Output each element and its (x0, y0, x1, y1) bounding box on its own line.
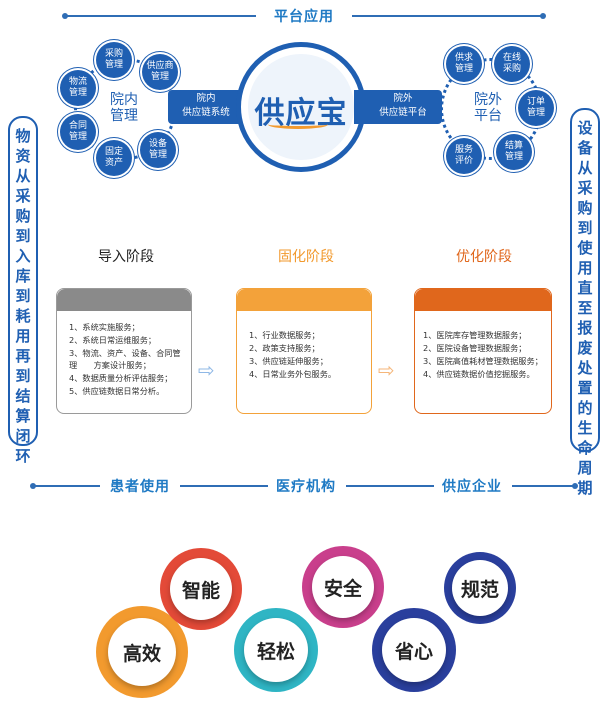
header-dot-left (62, 13, 68, 19)
users-line-3 (346, 485, 434, 487)
right-node-service-rating: 服务 评价 (446, 138, 482, 174)
right-node-order: 订单 管理 (518, 90, 554, 126)
users-label-patient: 患者使用 (110, 479, 170, 495)
stage-item: 1、行业数据服务； (249, 330, 320, 340)
stage-item: 4、供应链数据价值挖掘服务。 (423, 369, 535, 379)
stage-item: 4、日常业务外包服务。 (249, 369, 337, 379)
header-dot-right (540, 13, 546, 19)
value-smart: 智能 (170, 558, 232, 620)
users-label-hospital: 医疗机构 (276, 479, 336, 495)
users-line-4 (512, 485, 574, 487)
stage-title-optimize: 优化阶段 (456, 249, 512, 265)
left-node-asset: 固定 资产 (96, 140, 132, 176)
page-title: 平台应用 (274, 9, 334, 25)
stage-item: 5、供应链数据日常分析。 (69, 386, 165, 396)
value-standard: 规范 (452, 560, 508, 616)
stage-item: 3、供应链延伸服务； (249, 356, 328, 366)
logo-swoosh (268, 120, 328, 129)
left-link-label: 院内 供应链系统 (182, 93, 230, 118)
right-node-supply-demand: 供求 管理 (446, 46, 482, 82)
stage-item: 1、系统实施服务； (69, 322, 140, 332)
stage-title-import: 导入阶段 (98, 249, 154, 265)
stage-item: 2、医院设备管理数据服务； (423, 343, 527, 353)
stage-item: 4、数据质量分析评估服务； (69, 373, 173, 383)
stage-head-optimize (415, 289, 551, 311)
users-line-1 (34, 485, 100, 487)
stage-box-solidify: 1、行业数据服务； 2、政策支持服务； 3、供应链延伸服务； 4、日常业务外包服… (236, 288, 372, 414)
value-safe: 安全 (312, 556, 374, 618)
left-cluster-center-label: 院内 管理 (110, 92, 138, 124)
value-efficient: 高效 (108, 618, 176, 686)
stage-item: 3、医院高值耗材管理数据服务； (423, 356, 543, 366)
stage-items-optimize: 1、医院库存管理数据服务； 2、医院设备管理数据服务； 3、医院高值耗材管理数据… (415, 311, 551, 380)
left-node-equipment: 设备 管理 (140, 132, 176, 168)
stage-box-import: 1、系统实施服务； 2、系统日常运维服务； 3、物流、资产、设备、合同管理 方案… (56, 288, 192, 414)
stage-item: 3、物流、资产、设备、合同管理 方案设计服务； (69, 348, 181, 370)
left-banner: 物资从采购到入库到耗用再到结算闭环 (8, 116, 38, 465)
left-node-logistics: 物流 管理 (60, 70, 96, 106)
stage-title-solidify: 固化阶段 (278, 249, 334, 265)
stage-items-solidify: 1、行业数据服务； 2、政策支持服务； 3、供应链延伸服务； 4、日常业务外包服… (237, 311, 371, 380)
stage-item: 2、系统日常运维服务； (69, 335, 157, 345)
stage-box-optimize: 1、医院库存管理数据服务； 2、医院设备管理数据服务； 3、医院高值耗材管理数据… (414, 288, 552, 414)
stage-head-solidify (237, 289, 371, 311)
left-node-supplier: 供应商 管理 (142, 54, 178, 90)
users-dot-right (572, 483, 578, 489)
right-cluster-center-label: 院外 平台 (474, 92, 502, 124)
right-node-online-purchase: 在线 采购 (494, 46, 530, 82)
arrow-2-icon: ⇨ (378, 358, 395, 382)
users-label-supplier: 供应企业 (442, 479, 502, 495)
users-dot-left (30, 483, 36, 489)
right-banner: 设备从采购到使用直至报废处置的生命周期 (570, 108, 600, 497)
header-line-left (66, 15, 256, 17)
right-link-bar (354, 90, 442, 124)
stage-item: 2、政策支持服务； (249, 343, 320, 353)
stage-item: 1、医院库存管理数据服务； (423, 330, 527, 340)
value-easy: 轻松 (244, 618, 308, 682)
stage-head-import (57, 289, 191, 311)
left-node-contract: 合同 管理 (60, 114, 96, 150)
header-line-right (352, 15, 542, 17)
value-worryfree: 省心 (382, 618, 446, 682)
logo-inner (248, 54, 354, 160)
users-line-2 (180, 485, 268, 487)
stage-items-import: 1、系统实施服务； 2、系统日常运维服务； 3、物流、资产、设备、合同管理 方案… (57, 311, 191, 397)
right-link-label: 院外 供应链平台 (379, 93, 427, 118)
arrow-1-icon: ⇨ (198, 358, 215, 382)
left-node-purchase: 采购 管理 (96, 42, 132, 78)
right-node-settlement: 结算 管理 (496, 134, 532, 170)
